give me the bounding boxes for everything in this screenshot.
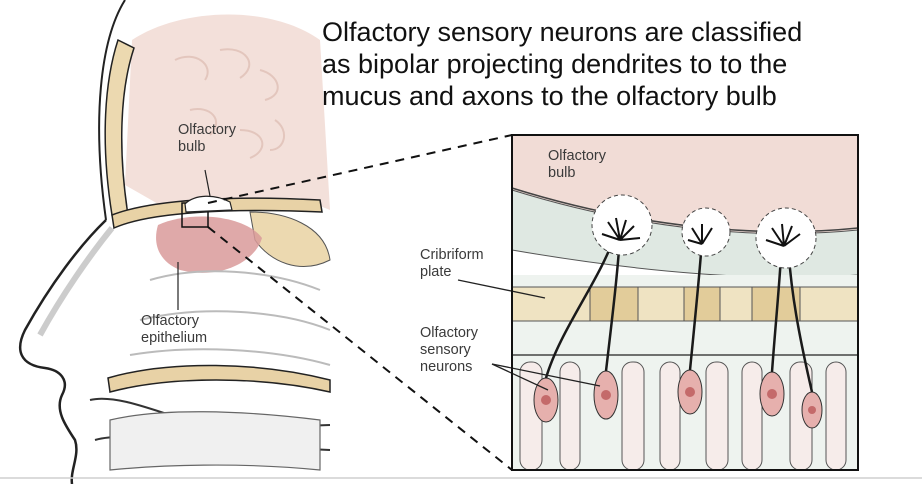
- nucleus: [767, 389, 777, 399]
- neuron-nuclei: [541, 387, 816, 414]
- support-cell: [741, 361, 763, 471]
- inset-bulb-label-line1: Olfactory: [548, 148, 607, 164]
- hard-palate: [107, 364, 331, 393]
- nasal-roof: [111, 197, 323, 230]
- inset-panel: [457, 134, 859, 471]
- cribriform-label-line2: plate: [420, 264, 452, 280]
- head-bulb-label: Olfactory bulb: [178, 122, 236, 156]
- nucleus: [541, 395, 551, 405]
- glomerulus: [681, 207, 731, 257]
- head-epithelium-label-line1: Olfactory: [141, 313, 200, 329]
- cribriform-label-line1: Cribriform: [420, 247, 484, 263]
- head-epithelium-label: Olfactory epithelium: [141, 313, 207, 347]
- sinus-region: [249, 211, 331, 267]
- zoom-line-bottom: [207, 226, 513, 471]
- head-epithelium-label-line2: epithelium: [141, 330, 208, 346]
- olfactory-epithelium-region: [156, 216, 262, 273]
- brain-region: [125, 14, 330, 210]
- face-profile: [19, 219, 107, 484]
- tuft: [601, 217, 641, 241]
- cribriform-label: Cribriform plate: [420, 247, 484, 281]
- tuft: [765, 223, 801, 247]
- caption-line-2: as bipolar projecting dendrites to to th…: [322, 49, 788, 79]
- support-cell: [705, 361, 729, 471]
- brain-folds: [174, 48, 285, 159]
- nucleus: [601, 390, 611, 400]
- tuft: [687, 224, 713, 245]
- cribriform-foramen-2: [683, 286, 721, 322]
- support-cell: [825, 361, 847, 471]
- turbinates: [129, 270, 331, 366]
- glomeruli: [591, 194, 817, 269]
- neurons-label-line2: sensory: [420, 342, 471, 358]
- inset-bulb-label: Olfactory bulb: [548, 148, 606, 182]
- head-bulb-shape: [184, 195, 233, 213]
- glomerulus: [755, 207, 817, 269]
- head-bulb-label-line2: bulb: [178, 139, 206, 155]
- skull-outline: [98, 0, 126, 221]
- nucleus: [808, 406, 816, 414]
- inset-frame: [511, 134, 859, 471]
- head-cross-section: [19, 0, 331, 484]
- nucleus: [685, 387, 695, 397]
- head-bulb-label-line1: Olfactory: [178, 122, 237, 138]
- dendrite-tufts: [601, 217, 801, 247]
- caption-line-3: mucus and axons to the olfactory bulb: [322, 81, 777, 111]
- inset-bulb-label-line2: bulb: [548, 165, 576, 181]
- tongue: [109, 411, 321, 471]
- neurons-leader-2: [491, 363, 601, 387]
- caption-line-1: Olfactory sensory neurons are classified: [322, 17, 803, 47]
- neurons-label-line3: neurons: [420, 359, 473, 375]
- cribriform-leader: [457, 279, 546, 299]
- caption: Olfactory sensory neurons are classified…: [322, 16, 912, 112]
- support-cell: [621, 361, 645, 471]
- head-bulb-leader: [204, 169, 211, 197]
- neurons-leader-1: [491, 363, 549, 391]
- nose-cartilage: [37, 226, 115, 337]
- zoom-line-top: [207, 134, 513, 204]
- neurons-label: Olfactory sensory neurons: [420, 325, 478, 376]
- glomerulus: [591, 194, 653, 256]
- neurons-label-line1: Olfactory: [420, 325, 479, 341]
- support-cell: [659, 361, 681, 471]
